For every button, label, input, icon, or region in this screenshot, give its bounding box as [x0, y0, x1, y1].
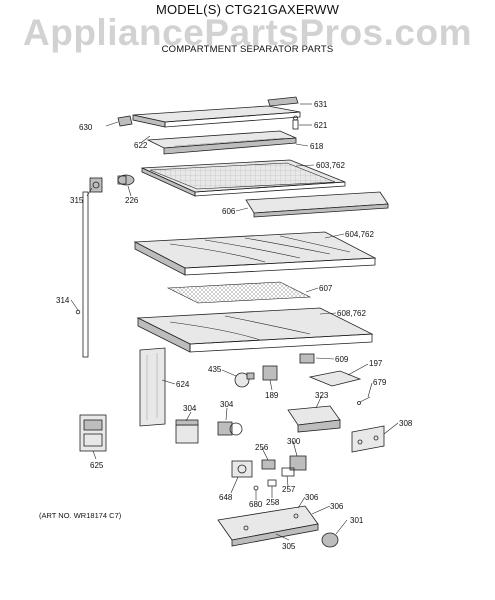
callout-648: 648	[219, 493, 233, 502]
part-680-screw	[253, 485, 259, 491]
callout-314: 314	[56, 296, 70, 305]
part-top-cover	[132, 96, 301, 128]
part-257-switch	[281, 467, 295, 477]
part-621-screw	[292, 115, 299, 130]
part-197-shield	[308, 370, 362, 387]
part-306-panel	[217, 505, 319, 547]
callout-435: 435	[208, 365, 222, 374]
callout-606: 606	[222, 207, 236, 216]
callout-306-b: 306	[330, 502, 344, 511]
callout-258: 258	[266, 498, 280, 507]
part-258-clip	[267, 479, 277, 487]
part-604-shelf	[133, 231, 377, 276]
callout-301: 301	[350, 516, 364, 525]
callout-257: 257	[282, 485, 296, 494]
callout-609: 609	[335, 355, 349, 364]
callout-631: 631	[314, 100, 328, 109]
part-630-clip	[117, 115, 133, 127]
callout-304-b: 304	[220, 400, 234, 409]
part-226-knob	[117, 174, 135, 186]
callout-189: 189	[265, 391, 279, 400]
callout-306-a: 306	[305, 493, 319, 502]
callout-625: 625	[90, 461, 104, 470]
callout-308: 308	[399, 419, 413, 428]
part-608-lower-pan	[136, 307, 374, 353]
part-323-housing	[287, 405, 341, 433]
callout-604-762: 604,762	[345, 230, 374, 239]
part-607-insulation	[166, 281, 312, 304]
callout-256: 256	[255, 443, 269, 452]
callout-608-762: 608,762	[337, 309, 366, 318]
part-625-damper-box	[79, 414, 107, 452]
callout-323: 323	[315, 391, 329, 400]
model-title: MODEL(S) CTG21GAXERWW	[155, 2, 340, 17]
part-603-glass-shelf	[141, 159, 346, 197]
callout-680: 680	[249, 500, 263, 509]
callout-197: 197	[369, 359, 383, 368]
part-435-bulb	[234, 372, 255, 388]
callout-226: 226	[125, 196, 139, 205]
part-304-control-a	[175, 419, 199, 444]
part-304-control-b	[217, 421, 243, 436]
part-300-thermostat	[289, 455, 307, 471]
callout-305: 305	[282, 542, 296, 551]
callout-618: 618	[310, 142, 324, 151]
callout-607: 607	[319, 284, 333, 293]
callout-300: 300	[287, 437, 301, 446]
callout-621: 621	[314, 121, 328, 130]
callout-603-762: 603,762	[316, 161, 345, 170]
part-679-screw	[357, 396, 371, 405]
part-624-channel	[139, 347, 166, 427]
leader-lines	[70, 103, 399, 541]
part-256-switch	[261, 459, 276, 470]
callout-622: 622	[134, 141, 148, 150]
callout-630: 630	[79, 123, 93, 132]
callout-624: 624	[176, 380, 190, 389]
diagram-subtitle: COMPARTMENT SEPARATOR PARTS	[161, 44, 334, 55]
callout-labels: 631 630 621 622 618 603,762 315 226 606 …	[56, 100, 413, 551]
part-315-bracket	[89, 177, 103, 193]
part-301-knob	[321, 532, 339, 548]
part-648-actuator	[231, 460, 253, 478]
callout-679: 679	[373, 378, 387, 387]
part-189-socket	[262, 365, 278, 381]
part-314-rod	[75, 191, 89, 358]
part-618-rail	[146, 130, 297, 155]
art-number: (ART NO. WR18174 C7)	[39, 511, 122, 520]
part-308-bracket	[351, 425, 385, 453]
part-606-front-trim	[245, 191, 389, 218]
callout-304-a: 304	[183, 404, 197, 413]
watermark: AppliancePartsPros.com	[23, 12, 472, 53]
part-609-clip	[299, 353, 315, 364]
callout-315: 315	[70, 196, 84, 205]
